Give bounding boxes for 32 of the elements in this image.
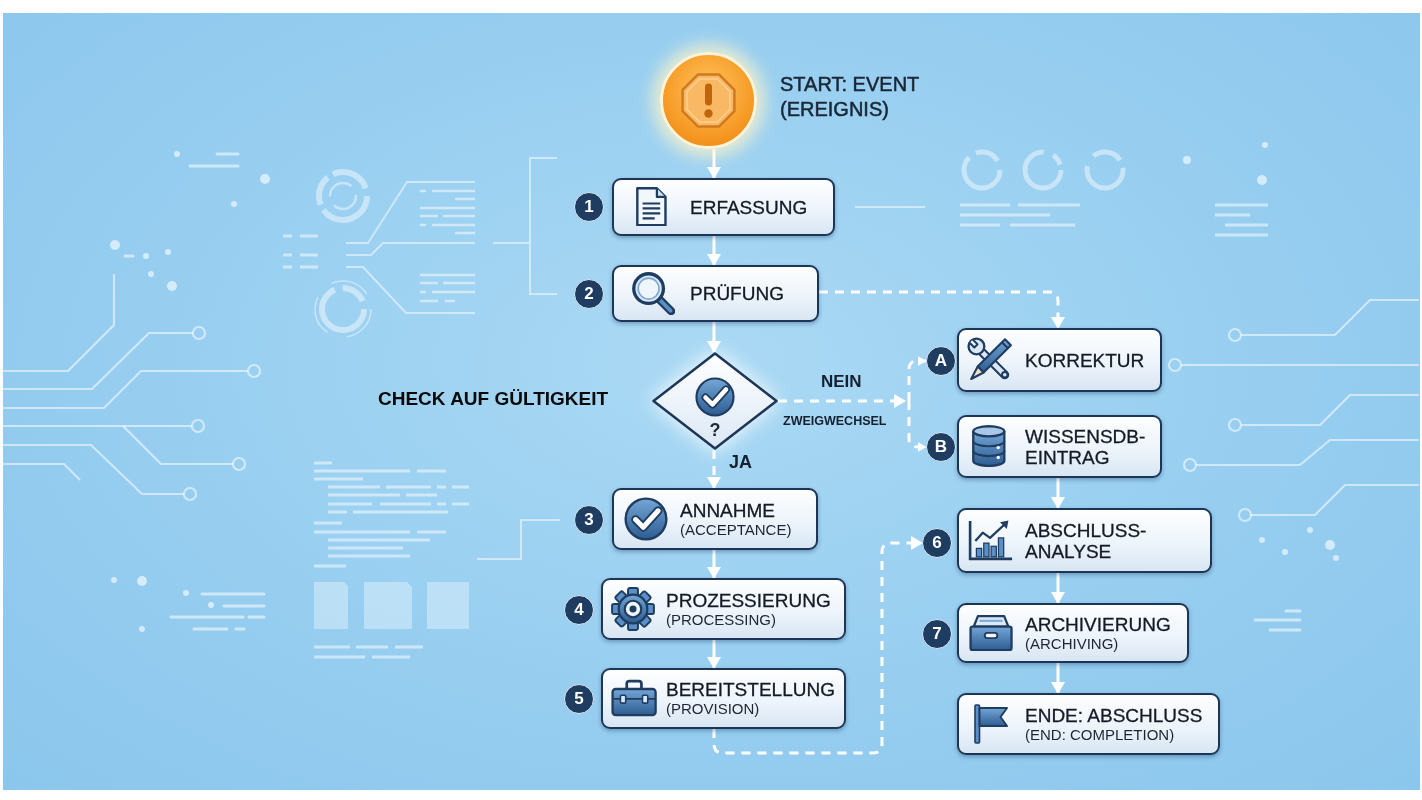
step-subtitle: (PROVISION) [666,700,761,718]
question-mark: ? [708,420,722,440]
dashed-arrow [907,401,927,452]
step-title: KORREKTUR [1025,349,1146,371]
step-title: ERFASSUNG [690,196,809,218]
step-title: ABSCHLUSS- ANALYSE [1025,519,1148,562]
step-title: PROZESSIERUNG [666,589,832,611]
dashed-arrow [707,450,721,489]
step-title: ARCHIVIERUNG [1025,613,1172,635]
step-title: ENDE: ABSCHLUSS [1025,704,1204,726]
dashed-arrow [819,290,1065,329]
decision-label: CHECK AUF GÜLTIGKEIT [378,387,609,410]
step-title: WISSENSDB- EINTRAG [1025,425,1147,468]
step-subtitle: (END: COMPLETION) [1025,725,1176,744]
edge-label: ZWEIGWECHSEL [783,414,887,429]
arrow [707,149,721,179]
step-subtitle: (ARCHIVING) [1025,634,1120,653]
step-title: ANNAHME [680,499,776,521]
arrow [1051,478,1065,509]
arrow [707,550,721,579]
step-subtitle: (ACCEPTANCE) [680,520,793,539]
arrow [1051,573,1065,604]
step-title: BEREITSTELLUNG [666,679,836,700]
arrow [707,322,721,353]
dashed-arrow [712,536,923,755]
step-title: PRÜFUNG [690,283,785,304]
arrow [707,236,721,266]
arrow [1051,663,1065,694]
step-subtitle: (PROCESSING) [666,610,777,629]
arrow [707,640,721,669]
start-event-label: START: EVENT (EREIGNIS) [780,72,920,122]
edge-label: JA [729,452,752,473]
